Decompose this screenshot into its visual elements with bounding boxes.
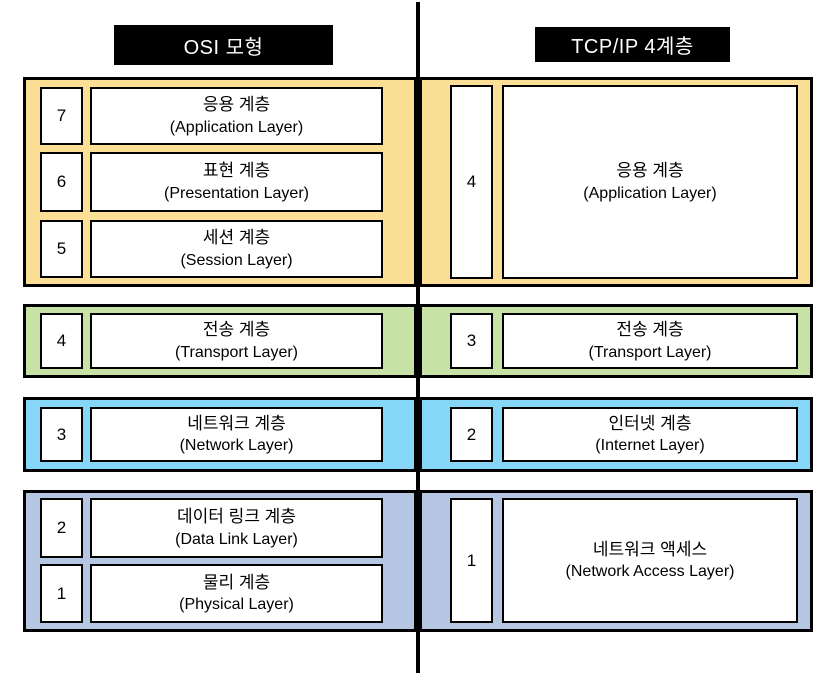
tcpip-application-group: 4 응용 계층 (Application Layer) xyxy=(419,77,813,287)
tcpip-layer4-label: 응용 계층 (Application Layer) xyxy=(502,85,798,279)
layer-name-english: (Data Link Layer) xyxy=(175,530,298,548)
osi-layer5-label: 세션 계층 (Session Layer) xyxy=(90,220,383,278)
layer-name-english: (Application Layer) xyxy=(169,118,304,136)
osi-transport-group: 4 전송 계층 (Transport Layer) xyxy=(23,304,417,378)
osi-layer6-number: 6 xyxy=(40,152,83,212)
layer-name-korean: 응용 계층 xyxy=(202,95,271,115)
layer-name-english: (Session Layer) xyxy=(180,251,293,269)
layer-name-korean: 세션 계층 xyxy=(202,228,271,248)
layer-name-english: (Physical Layer) xyxy=(179,596,294,614)
tcpip-layer2-label: 인터넷 계층 (Internet Layer) xyxy=(502,407,798,462)
osi-layer4-label: 전송 계층 (Transport Layer) xyxy=(90,313,383,369)
tcpip-internet-group: 2 인터넷 계층 (Internet Layer) xyxy=(419,397,813,472)
osi-application-group: 7 응용 계층 (Application Layer) 6 표현 계층 (Pre… xyxy=(23,77,417,287)
osi-model-title: OSI 모형 xyxy=(114,25,333,65)
tcpip-model-title: TCP/IP 4계층 xyxy=(535,27,730,62)
tcpip-layer2-number: 2 xyxy=(450,407,493,462)
tcpip-transport-group: 3 전송 계층 (Transport Layer) xyxy=(419,304,813,378)
layer-name-korean: 전송 계층 xyxy=(616,320,684,340)
osi-layer3-label: 네트워크 계층 (Network Layer) xyxy=(90,407,383,462)
tcpip-layer3-label: 전송 계층 (Transport Layer) xyxy=(502,313,798,369)
osi-network-group: 3 네트워크 계층 (Network Layer) xyxy=(23,397,417,472)
layer-name-english: (Internet Layer) xyxy=(595,437,705,455)
osi-layer7-label: 응용 계층 (Application Layer) xyxy=(90,87,383,145)
layer-name-english: (Presentation Layer) xyxy=(164,184,309,202)
tcpip-layer1-label: 네트워크 액세스 (Network Access Layer) xyxy=(502,498,798,623)
osi-layer1-label: 물리 계층 (Physical Layer) xyxy=(90,564,383,623)
layer-name-english: (Network Layer) xyxy=(179,437,294,455)
layer-name-korean: 전송 계층 xyxy=(202,320,271,340)
osi-model-title-label: OSI 모형 xyxy=(183,36,264,59)
osi-layer1-number: 1 xyxy=(40,564,83,623)
osi-layer2-label: 데이터 링크 계층 (Data Link Layer) xyxy=(90,498,383,558)
layer-name-korean: 인터넷 계층 xyxy=(608,413,692,433)
osi-layer2-number: 2 xyxy=(40,498,83,558)
layer-name-korean: 표현 계층 xyxy=(202,161,271,181)
tcpip-network-access-group: 1 네트워크 액세스 (Network Access Layer) xyxy=(419,490,813,632)
layer-name-korean: 네트워크 계층 xyxy=(187,413,286,433)
layer-name-english: (Network Access Layer) xyxy=(565,563,735,581)
osi-layer6-label: 표현 계층 (Presentation Layer) xyxy=(90,152,383,212)
tcpip-model-title-label: TCP/IP 4계층 xyxy=(571,36,694,58)
layer-name-korean: 데이터 링크 계층 xyxy=(177,507,296,527)
layer-name-english: (Transport Layer) xyxy=(175,343,298,361)
osi-layer3-number: 3 xyxy=(40,407,83,462)
osi-layer7-number: 7 xyxy=(40,87,83,145)
center-divider-line xyxy=(416,2,420,673)
layer-name-korean: 물리 계층 xyxy=(202,572,271,592)
layer-name-korean: 네트워크 액세스 xyxy=(592,539,708,559)
osi-layer5-number: 5 xyxy=(40,220,83,278)
osi-layer4-number: 4 xyxy=(40,313,83,369)
osi-link-physical-group: 2 데이터 링크 계층 (Data Link Layer) 1 물리 계층 (P… xyxy=(23,490,417,632)
layer-name-english: (Transport Layer) xyxy=(588,343,712,361)
tcpip-layer1-number: 1 xyxy=(450,498,493,623)
layer-name-korean: 응용 계층 xyxy=(616,161,684,181)
tcpip-layer4-number: 4 xyxy=(450,85,493,279)
layer-name-english: (Application Layer) xyxy=(583,184,717,202)
tcpip-layer3-number: 3 xyxy=(450,313,493,369)
